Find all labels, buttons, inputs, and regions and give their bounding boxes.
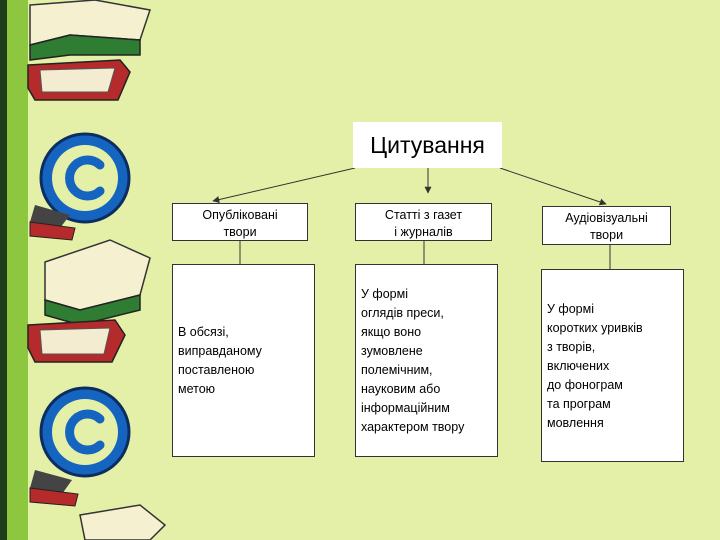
book-icon	[79, 504, 167, 540]
description-audiovisual-works: У формі коротких уривків з творів, включ…	[541, 269, 684, 462]
arrow-to-category-1	[212, 167, 356, 203]
arrow-to-category-3	[499, 167, 607, 206]
copyright-icon	[29, 132, 131, 241]
sidebar-stripe-green	[7, 0, 28, 540]
decorative-border	[27, 0, 167, 540]
description-press-articles: У формі оглядів преси, якщо воно зумовле…	[355, 264, 498, 457]
book-icon	[27, 239, 151, 363]
copyright-icon	[29, 386, 131, 507]
description-published-works: В обсязі, виправданому поставленою метою	[172, 264, 315, 457]
book-icon	[27, 0, 151, 101]
category-published-works: Опубліковані твори	[172, 203, 308, 241]
category-audiovisual-works: Аудіовізуальні твори	[542, 206, 671, 245]
category-press-articles: Статті з газет і журналів	[355, 203, 492, 241]
diagram-title: Цитування	[353, 122, 502, 168]
sidebar-stripe-dark	[0, 0, 7, 540]
